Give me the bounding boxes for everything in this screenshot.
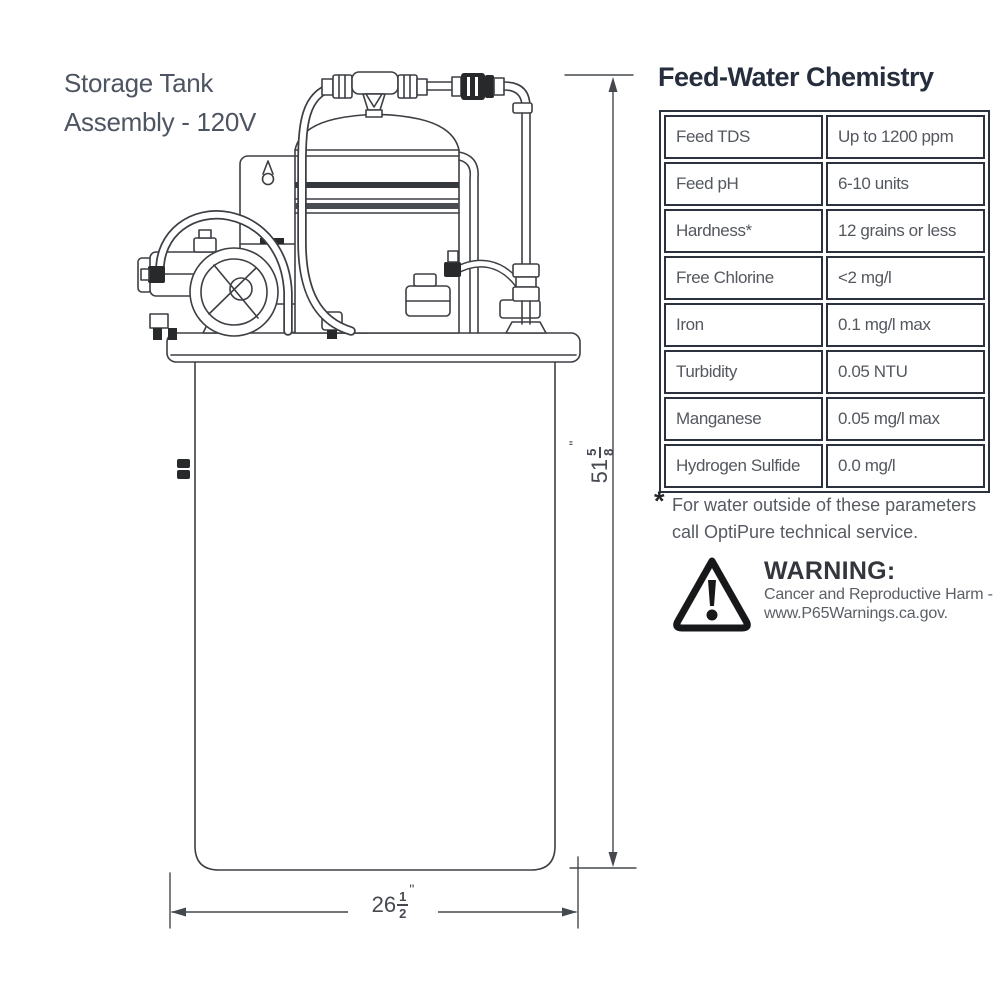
value-cell: 0.05 NTU — [826, 350, 985, 394]
p65-warning: WARNING: Cancer and Reproductive Harm - … — [672, 552, 993, 640]
table-row: Manganese 0.05 mg/l max — [664, 397, 985, 441]
hoses — [141, 87, 518, 331]
param-cell: Turbidity — [664, 350, 823, 394]
param-cell: Free Chlorine — [664, 256, 823, 300]
pump-assembly — [138, 230, 342, 340]
param-cell: Feed TDS — [664, 115, 823, 159]
table-row: Turbidity 0.05 NTU — [664, 350, 985, 394]
storage-tank-drawing — [0, 0, 650, 960]
value-cell: Up to 1200 ppm — [826, 115, 985, 159]
width-dimension-unit: " — [409, 881, 415, 897]
height-dimension-whole: 51 — [587, 458, 612, 484]
value-cell: 12 grains or less — [826, 209, 985, 253]
height-dimension-fraction: 5 8 — [584, 446, 616, 458]
footnote-line1: For water outside of these parameters — [672, 495, 977, 515]
dimension-lines — [170, 75, 636, 928]
param-cell: Hardness* — [664, 209, 823, 253]
warning-title: WARNING: — [764, 557, 896, 585]
footnote-asterisk: * — [654, 486, 665, 516]
height-dimension-label: 51 5 8 " — [565, 432, 635, 492]
value-cell: 6-10 units — [826, 162, 985, 206]
table-row: Hardness* 12 grains or less — [664, 209, 985, 253]
diagram-title-line2: Assembly - 120V — [64, 107, 257, 137]
param-cell: Hydrogen Sulfide — [664, 444, 823, 488]
footnote: * For water outside of these parameters … — [654, 488, 990, 546]
param-cell: Iron — [664, 303, 823, 347]
table-row: Feed pH 6-10 units — [664, 162, 985, 206]
diagram-title: Storage Tank Assembly - 120V — [64, 64, 256, 142]
param-cell: Manganese — [664, 397, 823, 441]
warning-line2: www.P65Warnings.ca.gov. — [764, 605, 948, 622]
height-dimension-unit: " — [566, 440, 582, 446]
supply-piping — [322, 72, 539, 324]
table-row: Iron 0.1 mg/l max — [664, 303, 985, 347]
width-dimension-label: 26 1 2 " — [348, 880, 438, 930]
chemistry-table: Feed TDS Up to 1200 ppm Feed pH 6-10 uni… — [659, 110, 990, 493]
width-dimension-fraction: 1 2 — [397, 889, 409, 921]
table-row: Feed TDS Up to 1200 ppm — [664, 115, 985, 159]
width-dimension-whole: 26 — [371, 892, 397, 917]
table-row: Hydrogen Sulfide 0.0 mg/l — [664, 444, 985, 488]
param-cell: Feed pH — [664, 162, 823, 206]
chemistry-title: Feed-Water Chemistry — [658, 62, 934, 92]
value-cell: 0.0 mg/l — [826, 444, 985, 488]
footnote-line2: call OptiPure technical service. — [672, 522, 919, 542]
diagram-title-line1: Storage Tank — [64, 68, 214, 98]
tank-body — [167, 321, 580, 870]
warning-line1: Cancer and Reproductive Harm - — [764, 586, 993, 603]
value-cell: 0.05 mg/l max — [826, 397, 985, 441]
value-cell: 0.1 mg/l max — [826, 303, 985, 347]
warning-text: WARNING: Cancer and Reproductive Harm - … — [764, 557, 993, 623]
table-row: Free Chlorine <2 mg/l — [664, 256, 985, 300]
warning-triangle-icon — [673, 557, 751, 632]
value-cell: <2 mg/l — [826, 256, 985, 300]
